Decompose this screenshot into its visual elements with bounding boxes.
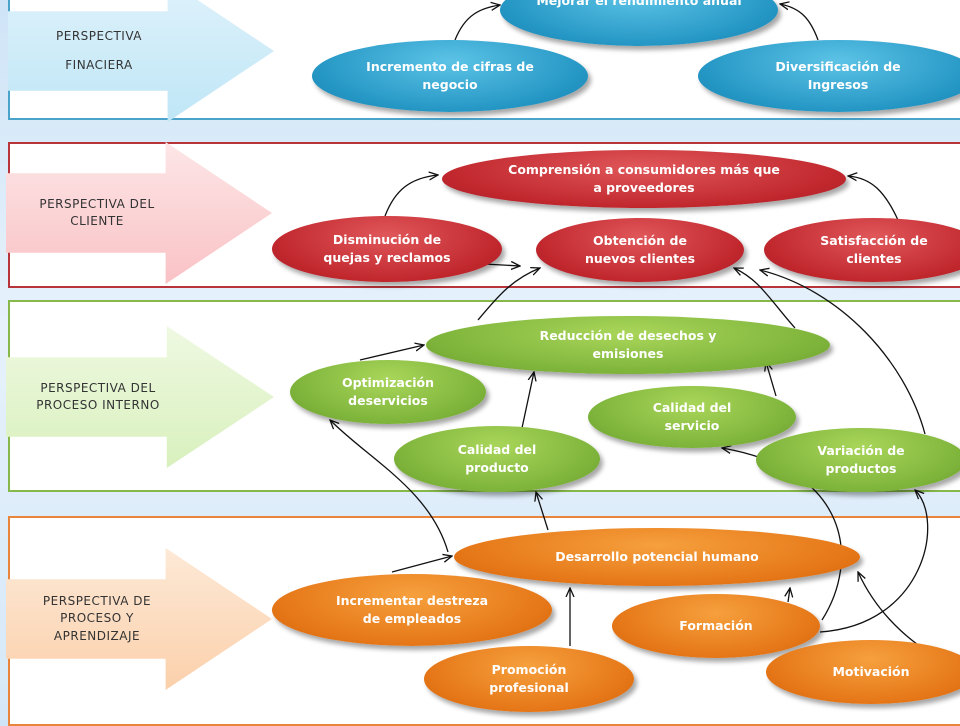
perspective-interno-line2: PROCESO INTERNO [36,398,160,412]
node-calidad-producto[interactable]: Calidad del producto [394,426,600,492]
node-variacion-label: Variación de productos [817,442,905,476]
node-reduccion-label: Reducción de desechos y emisiones [539,327,717,361]
node-satisfaccion-label: Satisfacción de clientes [820,232,928,266]
node-comprension-label: Comprensión a consumidores más que a pro… [508,161,780,195]
perspective-aprendizaje-line3: APRENDIZAJE [53,628,141,643]
node-motivacion[interactable]: Motivación [766,640,960,704]
node-desarrollo[interactable]: Desarrollo potencial humano [454,528,860,586]
node-motivacion-label: Motivación [832,663,910,679]
node-diversificacion[interactable]: Diversificación de Ingresos [698,40,960,112]
node-disminucion[interactable]: Disminución de quejas y reclamos [272,216,502,282]
node-desarrollo-label: Desarrollo potencial humano [555,548,759,564]
node-incremento-cifras-label: Incremento de cifras de negocio [366,58,534,92]
node-variacion[interactable]: Variación de productos [756,428,960,492]
perspective-financiera-line1: PERSPECTIVA [56,28,142,43]
node-incremento-cifras[interactable]: Incremento de cifras de negocio [312,40,588,112]
node-satisfaccion[interactable]: Satisfacción de clientes [764,218,960,282]
node-destreza[interactable]: Incrementar destreza de empleados [272,574,552,646]
node-destreza-label: Incrementar destreza de empleados [335,592,489,626]
node-obtencion-label: Obtención de nuevos clientes [584,232,696,266]
node-promocion-label: Promoción profesional [489,661,569,695]
node-promocion[interactable]: Promoción profesional [424,646,634,712]
node-formacion[interactable]: Formación [612,594,820,658]
node-diversificacion-label: Diversificación de Ingresos [775,58,901,92]
node-disminucion-label: Disminución de quejas y reclamos [323,231,451,265]
perspective-cliente-line2: CLIENTE [70,214,124,228]
node-comprension[interactable]: Comprensión a consumidores más que a pro… [442,150,846,208]
node-obtencion[interactable]: Obtención de nuevos clientes [536,218,744,282]
node-calidad-servicio[interactable]: Calidad del servicio [588,386,796,448]
perspective-interno-line1: PERSPECTIVA DEL [40,380,156,395]
node-formacion-label: Formación [679,617,753,633]
node-calidad-servicio-label: Calidad del servicio [652,399,732,433]
node-calidad-producto-label: Calidad del producto [457,441,537,475]
node-reduccion[interactable]: Reducción de desechos y emisiones [426,316,830,374]
perspective-aprendizaje-line2: PROCESO Y [60,611,134,626]
node-optimizacion[interactable]: Optimización deservicios [290,360,486,424]
perspective-aprendizaje-line1: PERSPECTIVA DE [42,593,152,608]
node-optimizacion-label: Optimización deservicios [341,374,435,408]
perspective-financiera-line2: FINACIERA [65,58,133,72]
node-mejorar-rendimiento-label: Mejorar el rendimiento anual [536,0,742,8]
perspective-cliente-line1: PERSPECTIVA DEL [39,196,155,211]
